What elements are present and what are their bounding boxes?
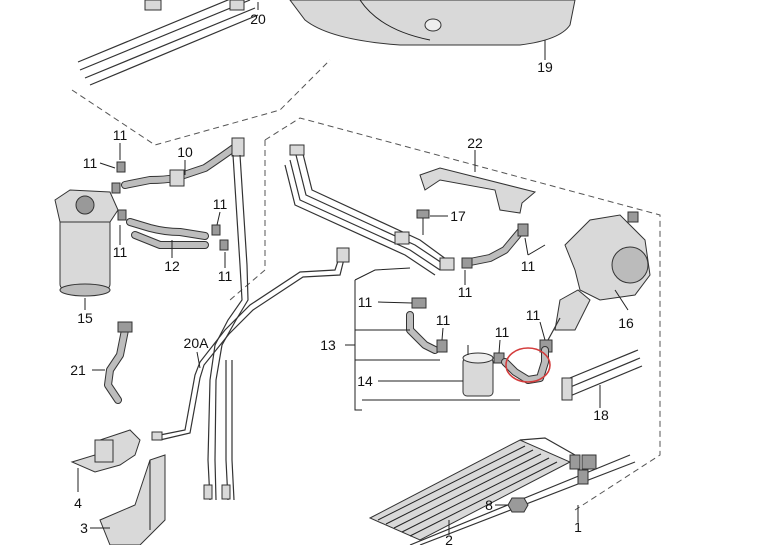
label-4: 4 [74,495,82,511]
label-11-i: 11 [436,312,451,328]
label-11-h: 11 [358,294,373,310]
bracket-13 [345,267,520,411]
part-labels: 20 19 11 10 11 11 11 11 12 15 22 17 11 1… [70,11,634,545]
hose-21 [104,321,133,404]
label-22: 22 [467,135,483,151]
part-18 [561,349,643,401]
label-18: 18 [593,407,609,423]
label-16: 16 [618,315,634,331]
dashed-boundary-main [264,117,661,511]
label-10: 10 [177,144,193,160]
pump-16 [547,211,651,341]
hose-12 [126,218,209,249]
bracket-3 [99,454,166,545]
label-20A: 20A [184,335,210,351]
dashed-boundary-top [71,59,331,146]
hoses-13-group [406,223,553,364]
label-2: 2 [445,532,453,545]
hose-10 [121,137,245,189]
label-12: 12 [164,258,180,274]
label-21: 21 [70,362,86,378]
highlight-circle [505,347,551,383]
label-1: 1 [574,519,582,535]
fuel-tank-19 [289,0,576,46]
label-11-e: 11 [218,268,233,284]
label-11-c: 11 [113,244,128,260]
fuel-line-20A [151,247,350,441]
bracket-22 [419,167,537,214]
nut-8 [507,497,529,513]
fuel-lines-long [203,154,249,501]
fuel-filter-15 [54,189,119,297]
label-20: 20 [250,11,266,27]
label-13: 13 [320,337,336,353]
leader-lines [77,2,629,535]
bracket-4 [70,429,141,473]
label-11-a: 11 [113,127,128,143]
label-11-j: 11 [495,324,510,340]
screw-17 [416,209,430,235]
label-11-k: 11 [526,307,541,323]
label-11-g: 11 [521,258,536,274]
fuel-line-rails-20 [77,0,259,86]
clamps-left [111,161,229,251]
label-11-b: 11 [83,155,98,171]
hose-highlighted [501,346,551,384]
label-17: 17 [450,208,466,224]
label-8: 8 [485,497,493,513]
label-19: 19 [537,59,553,75]
cooler-lines-upper [284,144,455,276]
filter-14 [462,345,494,397]
label-15: 15 [77,310,93,326]
label-14: 14 [357,373,373,389]
label-11-d: 11 [213,196,228,212]
label-11-f: 11 [458,284,473,300]
label-3: 3 [80,520,88,536]
